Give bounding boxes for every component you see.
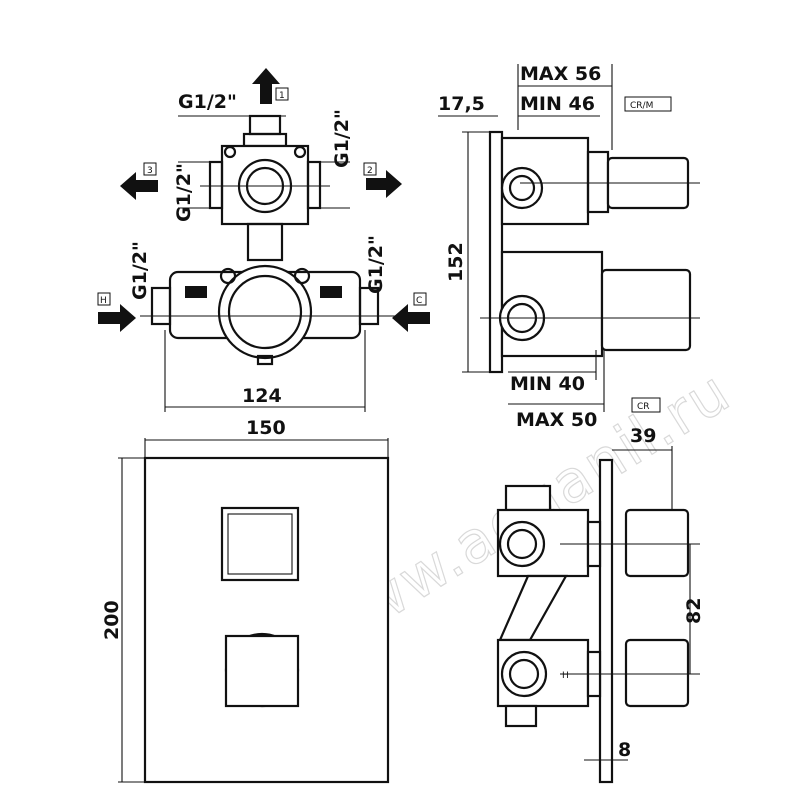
dim-39: 39 <box>630 425 656 447</box>
dim-124: 124 <box>242 385 282 407</box>
dim-150: 150 <box>246 417 286 439</box>
dim-8: 8 <box>618 739 631 761</box>
dim-min-46: MIN 46 <box>520 93 595 115</box>
port-label-2: 2 <box>367 166 373 176</box>
thread-label-left-lower: G1/2" <box>129 241 151 300</box>
front-plate-view: 150 200 <box>101 417 390 784</box>
outlet-arrow-2-icon: 2 <box>363 162 402 198</box>
dim-max-50: MAX 50 <box>516 409 597 431</box>
svg-text:CR: CR <box>637 402 650 412</box>
code-tag-crm: CR/M <box>624 96 672 112</box>
port-label-h: H <box>100 296 107 306</box>
outlet-arrow-1-icon: 1 <box>252 68 289 104</box>
port-label-1: 1 <box>279 91 285 101</box>
dim-200: 200 <box>101 600 123 640</box>
thread-label-right-lower: G1/2" <box>365 235 387 294</box>
svg-text:CR/M: CR/M <box>630 101 653 111</box>
hot-mark: H <box>562 671 569 681</box>
valve-side-view-bottom: 39 H 82 8 <box>496 425 705 784</box>
code-tag-cr: CR <box>631 397 661 413</box>
inlet-arrow-hot-icon: H <box>97 292 136 332</box>
port-label-c: C <box>416 296 422 306</box>
dim-max-56: MAX 56 <box>520 63 601 85</box>
dim-min-40: MIN 40 <box>510 373 585 395</box>
thread-label-right-upper: G1/2" <box>331 109 353 168</box>
outlet-arrow-3-icon: 3 <box>120 162 158 200</box>
thread-label-left-upper: G1/2" <box>173 163 195 222</box>
dim-17-5: 17,5 <box>438 93 485 115</box>
dim-152: 152 <box>445 242 467 282</box>
valve-plan-view: 1 G1/2" G1/2" 2 G1/2" 3 <box>97 68 430 412</box>
dim-82: 82 <box>683 598 705 624</box>
thread-label-top: G1/2" <box>178 91 237 113</box>
valve-side-view-top: MAX 56 MIN 46 17,5 CR/M 152 MIN 40 MAX <box>438 63 700 431</box>
inlet-arrow-cold-icon: C <box>392 292 430 332</box>
port-label-3: 3 <box>147 166 153 176</box>
